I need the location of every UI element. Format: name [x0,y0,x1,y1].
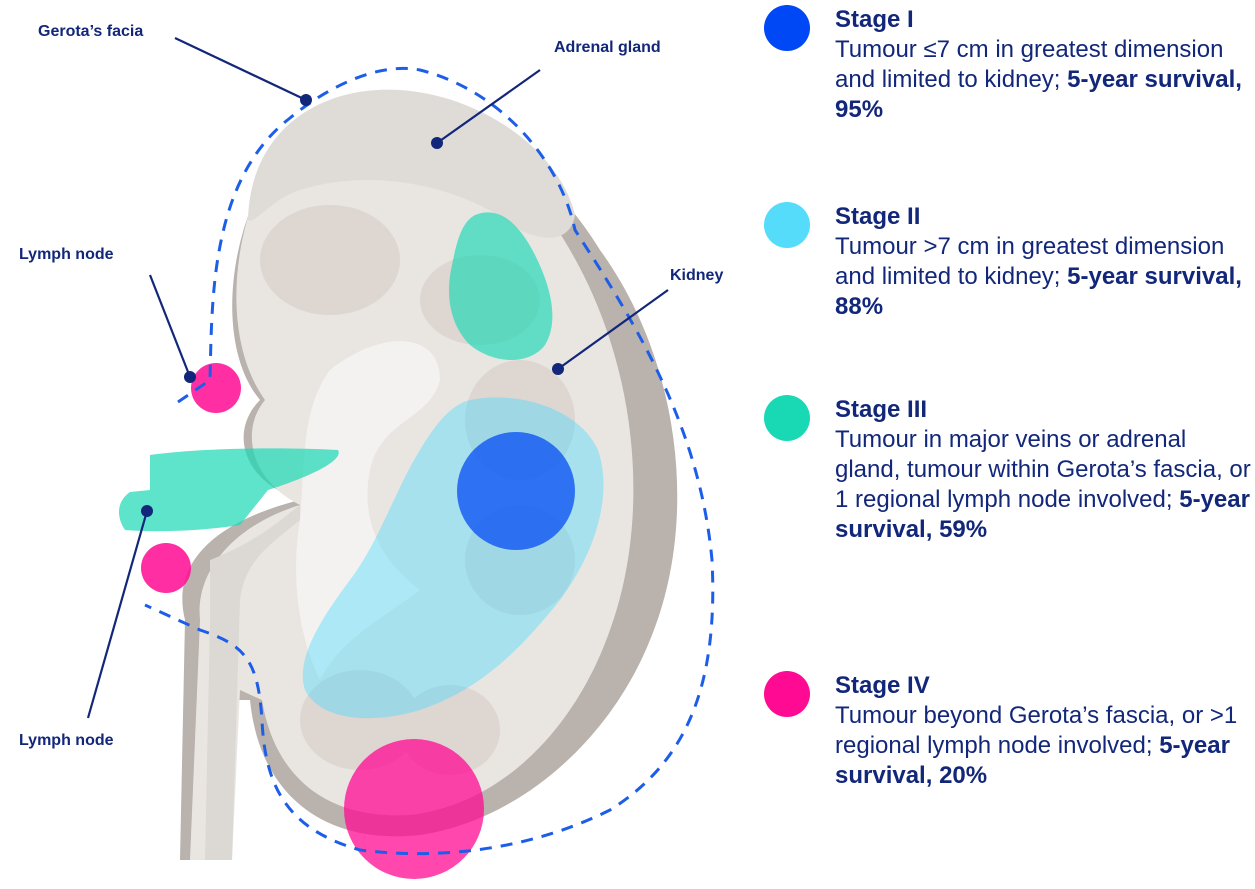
stage-i-dot [764,5,810,51]
stage-iii-title: Stage III [835,395,1254,425]
stage-ii-title: Stage II [835,202,1254,232]
stage-i-title: Stage I [835,5,1254,35]
stage-iv-dot [764,671,810,717]
stage-iv-title: Stage IV [835,671,1254,701]
legend-stage-iv: Stage IV Tumour beyond Gerota’s fascia, … [764,671,1254,881]
label-lymph-node-top: Lymph node [19,246,114,264]
stage-ii-text: Stage II Tumour >7 cm in greatest dimens… [835,202,1254,322]
stage-ii-dot [764,202,810,248]
label-lymph-node-bottom: Lymph node [19,732,114,750]
legend-stage-ii: Stage II Tumour >7 cm in greatest dimens… [764,202,1254,382]
label-kidney: Kidney [670,267,723,285]
label-gerota-facia: Gerota’s facia [38,23,143,41]
label-adrenal-gland: Adrenal gland [554,39,661,57]
stage-iii-text: Stage III Tumour in major veins or adren… [835,395,1254,545]
stage-iv-node-lower [141,543,191,593]
stage-iv-tumour [344,739,484,879]
stage-i-text: Stage I Tumour ≤7 cm in greatest dimensi… [835,5,1254,125]
legend-stage-iii: Stage III Tumour in major veins or adren… [764,395,1254,665]
stage-iv-text: Stage IV Tumour beyond Gerota’s fascia, … [835,671,1254,791]
stage-iii-dot [764,395,810,441]
stage-i-tumour [457,432,575,550]
legend-stage-i: Stage I Tumour ≤7 cm in greatest dimensi… [764,5,1254,185]
